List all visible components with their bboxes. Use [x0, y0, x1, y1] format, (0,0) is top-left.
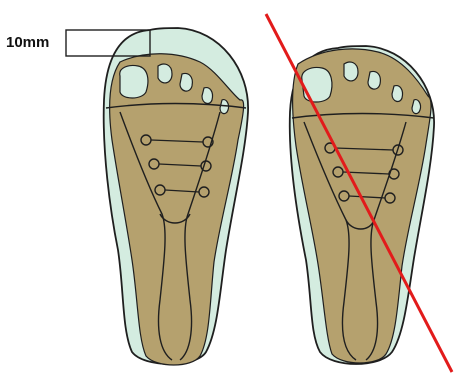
correct-fit-shoe: 10mm — [6, 28, 248, 365]
right-toe-5 — [412, 100, 421, 114]
toe-room-label: 10mm — [6, 34, 49, 51]
left-toe-3 — [180, 74, 192, 92]
left-toe-2 — [158, 64, 172, 83]
left-big-toe — [120, 65, 148, 98]
right-toe-2 — [344, 62, 358, 81]
left-toe-4 — [202, 88, 213, 104]
too-small-shoe — [266, 14, 452, 372]
right-toe-3 — [368, 72, 380, 90]
left-toe-5 — [220, 100, 229, 114]
right-big-toe — [302, 68, 332, 103]
right-toe-4 — [392, 86, 403, 102]
